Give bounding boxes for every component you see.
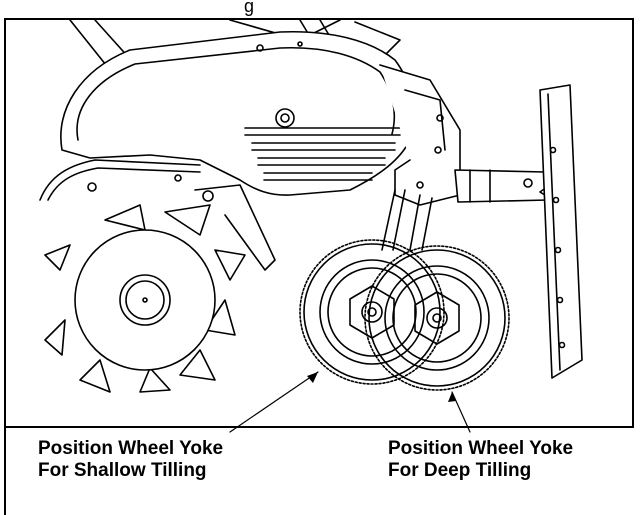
- rotating-tines: [44, 204, 246, 393]
- callout-shallow-tilling: Position Wheel Yoke For Shallow Tilling: [38, 438, 223, 482]
- gearbox-side-plate: [379, 64, 461, 206]
- callout-deep-line1: Position Wheel Yoke: [388, 438, 574, 459]
- drag-bar: [539, 84, 583, 379]
- throttle-linkage: [39, 159, 201, 201]
- callout-leaders: [229, 371, 471, 433]
- header-fragment: g: [244, 0, 254, 16]
- wheel-shallow-position: [299, 239, 445, 385]
- tine-shaft-support: [194, 184, 276, 271]
- arrowhead-shallow: [307, 372, 318, 383]
- callout-shallow-line2: For Shallow Tilling: [38, 460, 207, 481]
- callout-deep-tilling: Position Wheel Yoke For Deep Tilling: [388, 438, 573, 482]
- callout-deep-line2: For Deep Tilling: [388, 460, 532, 481]
- wheel-deep-position: [364, 245, 510, 391]
- arrowhead-deep: [448, 392, 456, 402]
- wheel-yoke-stems: [381, 189, 433, 251]
- frame-left-extension: [4, 428, 6, 515]
- callout-shallow-line1: Position Wheel Yoke: [38, 438, 224, 459]
- tine-shield-housing: [60, 30, 415, 196]
